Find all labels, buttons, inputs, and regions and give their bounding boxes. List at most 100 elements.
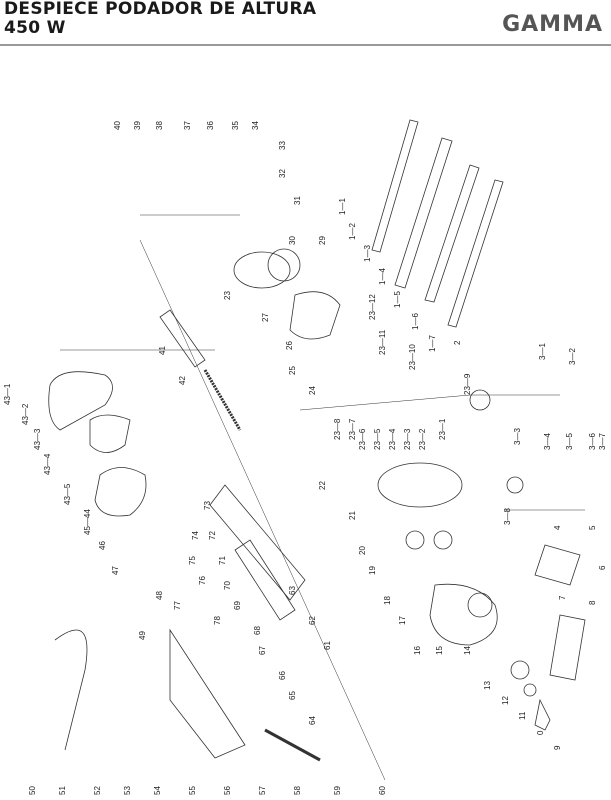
handle-part (94, 467, 147, 517)
gear-part (506, 476, 524, 494)
part-label: 24 (308, 386, 317, 395)
part-label: 68 (253, 626, 262, 635)
part-label: 40 (113, 121, 122, 130)
guide-line (139, 239, 386, 781)
part-label: 36 (206, 121, 215, 130)
spring (203, 369, 242, 431)
part-label: 3—6 (588, 433, 597, 450)
part-label: 45—44 (83, 509, 92, 535)
body-shell (234, 539, 296, 621)
part-label: 38 (155, 121, 164, 130)
part-label: 71 (218, 556, 227, 565)
part-label: 23—8 (333, 418, 342, 440)
part-label: 31 (293, 196, 302, 205)
gear-part (405, 530, 425, 550)
part-label: 62 (308, 616, 317, 625)
part-label: 64 (308, 716, 317, 725)
part-label: 1—6 (411, 313, 420, 330)
part-label: 1—4 (378, 268, 387, 285)
part-label: 5 (588, 525, 597, 530)
part-label: 22 (318, 481, 327, 490)
part-label: 55 (188, 786, 197, 795)
part-label: 52 (93, 786, 102, 795)
part-label: 12 (501, 696, 510, 705)
part-label: 54 (153, 786, 162, 795)
arm-bracket (429, 583, 498, 646)
part-label: 37 (183, 121, 192, 130)
part-label: 43—5 (63, 483, 72, 505)
part-label: 53 (123, 786, 132, 795)
part-label: 43—3 (33, 428, 42, 450)
part-label: 13 (483, 681, 492, 690)
part-label: 3—3 (513, 428, 522, 445)
part-label: 2 (453, 340, 462, 345)
body-shell (169, 628, 246, 759)
part-label: 41 (158, 346, 167, 355)
part-label: 35 (231, 121, 240, 130)
lever (264, 728, 321, 762)
part-label: 34 (251, 121, 260, 130)
part-label: 57 (258, 786, 267, 795)
part-label: 3—7 (598, 433, 607, 450)
part-label: 1—5 (393, 291, 402, 308)
part-label: 33 (278, 141, 287, 150)
part-label: 27 (261, 313, 270, 322)
blade-part (371, 119, 419, 253)
part-label: 23—11 (378, 329, 387, 355)
part-label: 67 (258, 646, 267, 655)
part-label: 69 (233, 601, 242, 610)
part-label: 47 (111, 566, 120, 575)
part-label: 0 (536, 730, 545, 735)
part-label: 1—2 (348, 223, 357, 240)
part-label: 25 (288, 366, 297, 375)
part-label: 74 (191, 531, 200, 540)
washer (510, 660, 530, 680)
blade-part (424, 164, 480, 303)
part-label: 3—4 (543, 433, 552, 450)
part-label: 23—5 (373, 428, 382, 450)
part-label: 43—2 (21, 403, 30, 425)
part-label: 26 (285, 341, 294, 350)
part-label: 11 (518, 711, 527, 720)
part-label: 15 (435, 646, 444, 655)
gear-disc (267, 248, 301, 282)
part-label: 72 (208, 531, 217, 540)
plate (534, 544, 581, 586)
part-label: 23—3 (403, 428, 412, 450)
part-label: 61 (323, 641, 332, 650)
title-line-2: 450 W (4, 18, 66, 38)
part-label: 9 (553, 745, 562, 750)
knob (534, 698, 551, 731)
part-label: 23—1 (438, 418, 447, 440)
blade-part (394, 137, 453, 289)
part-label: 1—3 (363, 245, 372, 262)
washer (523, 683, 537, 697)
part-label: 59 (333, 786, 342, 795)
part-label: 20 (358, 546, 367, 555)
part-label: 75 (188, 556, 197, 565)
part-label: 1—1 (338, 198, 347, 215)
page-title: DESPIECE PODADOR DE ALTURA 450 W (4, 0, 316, 38)
gear-part (469, 389, 491, 411)
part-label: 17 (398, 616, 407, 625)
part-label: 56 (223, 786, 232, 795)
strap (54, 629, 88, 751)
guide-line (299, 394, 471, 411)
part-label: 43—4 (43, 453, 52, 475)
part-label: 1—7 (428, 335, 437, 352)
part-label: 3—2 (568, 348, 577, 365)
plate (549, 614, 586, 681)
part-label: 3—5 (565, 433, 574, 450)
part-label: 77 (173, 601, 182, 610)
part-label: 8 (588, 600, 597, 605)
header-divider (0, 44, 611, 46)
part-label: 4 (553, 525, 562, 530)
part-label: 30 (288, 236, 297, 245)
blade-part (447, 179, 504, 328)
tube (159, 309, 206, 368)
part-label: 63 (288, 586, 297, 595)
exploded-parts-diagram: 1—11—2 1—3 1—4 1—5 1—6 1—7 23—1 3—2 3—3 3—4 3—5 3—6… (3, 119, 607, 795)
part-label: 23—10 (408, 344, 417, 370)
part-label: 23—2 (418, 428, 427, 450)
part-label: 60 (378, 786, 387, 795)
